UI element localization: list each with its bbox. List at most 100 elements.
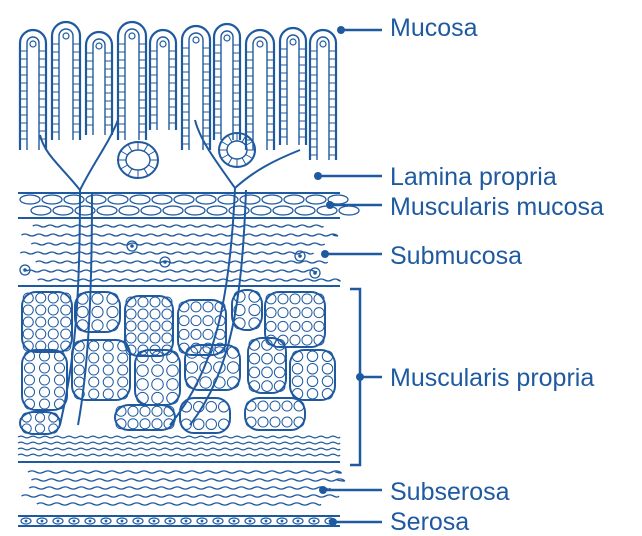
subserosa-fiber	[28, 471, 341, 473]
subserosa-fiber	[37, 503, 321, 505]
smooth-muscle-cell	[284, 195, 304, 204]
muscle-fiber	[302, 308, 312, 318]
muscle-fiber	[302, 335, 312, 345]
mesothelial-nucleus	[41, 520, 44, 523]
muscle-fiber	[39, 387, 49, 397]
muscle-fiber	[234, 318, 245, 329]
mesothelial-nucleus	[265, 520, 268, 523]
villus-core	[59, 29, 73, 140]
muscle-fiber	[206, 402, 217, 413]
longitudinal-muscle-fiber	[18, 436, 340, 438]
submucosa-cell-nucleus	[313, 271, 317, 275]
villus-core	[157, 37, 169, 130]
smooth-muscle-cell	[86, 195, 106, 204]
mesothelial-nucleus	[233, 520, 236, 523]
serosa-layer	[18, 516, 340, 526]
longitudinal-muscle-fiber	[18, 448, 340, 450]
mesothelial-nucleus	[169, 520, 172, 523]
muscle-fiber	[290, 335, 300, 345]
muscle-fiber	[61, 329, 71, 339]
muscle-fiber	[249, 318, 260, 329]
mesothelial-nucleus	[57, 520, 60, 523]
muscle-bundle	[72, 340, 130, 400]
muscle-fiber	[274, 353, 285, 364]
muscle-fiber	[54, 387, 64, 397]
muscle-fiber	[292, 364, 303, 375]
smooth-muscle-cell	[141, 206, 161, 215]
label-muscularis-mucosa: Muscularis mucosa	[390, 193, 604, 221]
muscle-fiber	[270, 401, 280, 411]
villus	[52, 22, 80, 140]
crypt-cell-line	[121, 165, 128, 169]
submucosa-cell-nucleus	[23, 268, 27, 272]
muscle-fiber	[74, 377, 84, 387]
crypt-cell-line	[128, 169, 132, 176]
smooth-muscle-cell	[251, 206, 271, 215]
connective-fiber	[31, 243, 325, 245]
muscle-fiber	[307, 376, 318, 387]
mesothelial-nucleus	[297, 520, 300, 523]
muscle-fiber	[290, 308, 300, 318]
muscle-fiber	[186, 377, 198, 389]
muscle-fiber	[179, 329, 189, 339]
smooth-muscle-cell	[42, 195, 62, 204]
muscle-fiber	[322, 376, 333, 387]
connective-fiber	[20, 252, 313, 254]
muscle-fiber	[140, 419, 150, 429]
muscle-fiber	[118, 353, 128, 363]
villus-core	[253, 37, 267, 150]
goblet-cell	[224, 35, 230, 41]
mucosa-villi	[20, 22, 336, 160]
muscle-fiber	[24, 363, 34, 373]
muscle-fiber	[322, 364, 333, 375]
muscle-fiber	[270, 417, 280, 427]
crypt-cell-line	[121, 151, 128, 155]
muscle-fiber	[39, 363, 49, 373]
muscle-fiber	[314, 308, 324, 318]
villus-core	[317, 37, 329, 160]
mesothelial-nucleus	[89, 520, 92, 523]
villus	[310, 30, 336, 160]
muscle-fiber	[191, 302, 201, 312]
muscle-fiber	[48, 317, 58, 327]
goblet-cell	[129, 33, 135, 39]
muscularis-propria-layer	[18, 286, 340, 462]
muscle-fiber	[302, 294, 312, 304]
muscle-fiber	[89, 377, 99, 387]
mesothelial-nucleus	[313, 520, 316, 523]
muscle-fiber	[140, 406, 150, 416]
muscle-fiber	[307, 389, 318, 400]
muscle-fiber	[167, 365, 179, 377]
muscle-fiber	[162, 309, 172, 319]
muscle-fiber	[103, 365, 113, 375]
muscle-fiber	[258, 417, 268, 427]
muscle-fiber	[278, 321, 288, 331]
muscle-fiber	[203, 316, 213, 326]
muscle-fiber	[150, 297, 160, 307]
crypt-cell-line	[144, 144, 148, 151]
muscle-fiber	[74, 353, 84, 363]
muscle-fiber	[150, 309, 160, 319]
muscle-fiber	[227, 347, 239, 359]
mesothelial-nucleus	[121, 520, 124, 523]
muscle-fiber	[137, 365, 149, 377]
muscle-fiber	[128, 406, 138, 416]
crypt-cell-line	[128, 144, 132, 151]
leader-submucosa-dot	[321, 250, 329, 258]
muscle-bundle	[290, 350, 335, 400]
muscle-fiber	[249, 353, 260, 364]
crypt-cell-line	[246, 155, 253, 159]
mesothelial-nucleus	[217, 520, 220, 523]
goblet-cell	[193, 37, 199, 43]
muscle-fiber	[200, 377, 212, 389]
muscle-fiber	[126, 309, 136, 319]
villus-core	[93, 39, 105, 135]
muscle-fiber	[186, 347, 198, 359]
muscle-bundle	[245, 398, 305, 430]
mesothelial-nucleus	[25, 520, 28, 523]
muscle-bundle	[115, 405, 175, 430]
muscle-fiber	[89, 353, 99, 363]
muscle-fiber	[203, 329, 213, 339]
goblet-cell	[320, 41, 326, 47]
